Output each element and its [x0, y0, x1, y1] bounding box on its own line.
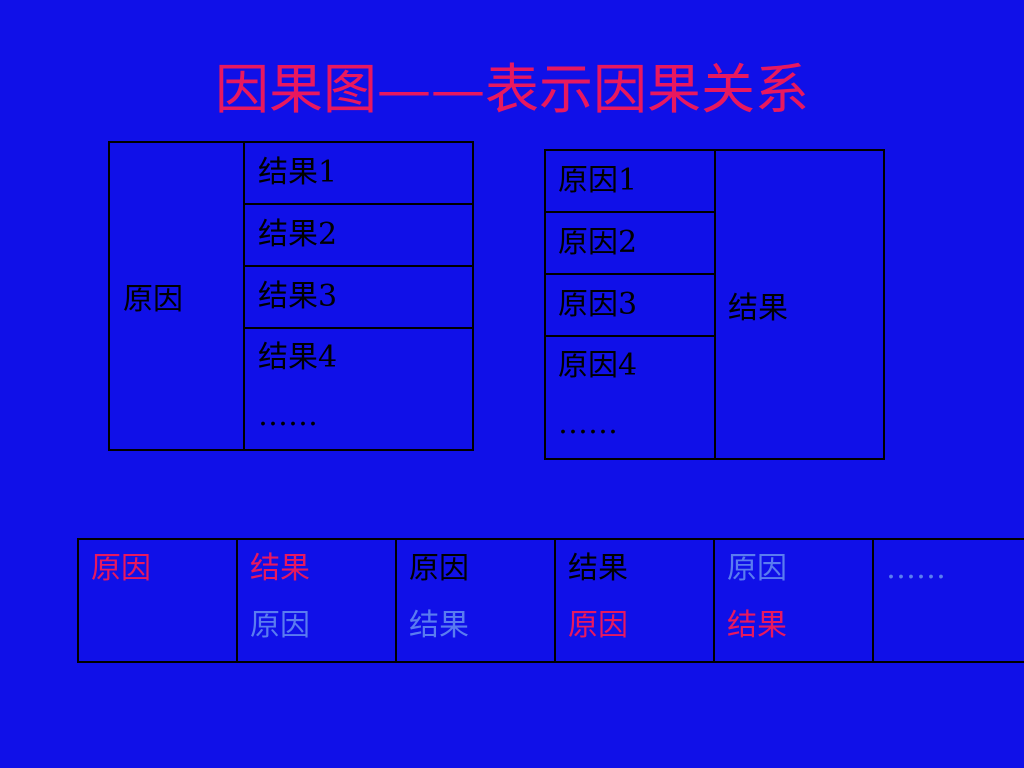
effect-label-3: 结果3 — [258, 279, 338, 314]
effect-cell-1: 结果1 — [243, 141, 474, 205]
cause-label-2: 原因2 — [558, 225, 638, 260]
chain-cell-5: 原因 结果 — [713, 538, 874, 663]
effect-cell-4: 结果4 …… — [243, 327, 474, 451]
cause-cell: 原因 — [108, 141, 245, 451]
chain-cell-4-line-1: 结果 — [568, 551, 628, 586]
cause-cell-4: 原因4 …… — [544, 335, 716, 460]
chain-cell-1-line-1: 原因 — [91, 551, 151, 586]
chain-cell-2-line-2: 原因 — [250, 608, 310, 643]
chain-cell-2-line-1: 结果 — [250, 551, 310, 586]
cause-effect-chain-table: 原因 结果 原因 原因 结果 结果 原因 原因 结果 …… — [77, 538, 1024, 663]
chain-cell-3-line-2: 结果 — [409, 608, 469, 643]
cause-label-3: 原因3 — [558, 287, 638, 322]
effect-cell: 结果 — [714, 149, 885, 460]
cause-ellipsis: …… — [558, 406, 618, 441]
chain-cell-3: 原因 结果 — [395, 538, 556, 663]
cause-cell-3: 原因3 — [544, 273, 716, 337]
effect-label-2: 结果2 — [258, 217, 338, 252]
chain-cell-4: 结果 原因 — [554, 538, 715, 663]
effect-cell-2: 结果2 — [243, 203, 474, 267]
effect-ellipsis: …… — [258, 398, 318, 433]
effect-label: 结果 — [728, 290, 788, 326]
cause-cell-1: 原因1 — [544, 149, 716, 213]
chain-cell-2: 结果 原因 — [236, 538, 397, 663]
cause-cell-2: 原因2 — [544, 211, 716, 275]
cause-label: 原因 — [123, 282, 183, 317]
chain-cell-5-line-2: 结果 — [727, 608, 787, 643]
chain-cell-5-line-1: 原因 — [727, 551, 787, 586]
cause-label-1: 原因1 — [558, 163, 638, 198]
effect-label-4: 结果4 — [258, 340, 338, 375]
chain-cell-3-line-1: 原因 — [409, 551, 469, 586]
effect-cell-3: 结果3 — [243, 265, 474, 329]
chain-cell-6: …… — [872, 538, 1024, 663]
chain-cell-1: 原因 — [77, 538, 238, 663]
chain-cell-4-line-2: 原因 — [568, 608, 628, 643]
slide-title: 因果图——表示因果关系 — [215, 58, 809, 121]
effect-label-1: 结果1 — [258, 155, 338, 190]
one-cause-many-effects-table: 原因 结果1 结果2 结果3 结果4 …… — [108, 141, 474, 451]
chain-cell-6-line-1: …… — [886, 551, 946, 586]
many-causes-one-effect-table: 原因1 结果 原因2 原因3 原因4 …… — [544, 149, 885, 460]
cause-label-4: 原因4 — [558, 348, 638, 383]
